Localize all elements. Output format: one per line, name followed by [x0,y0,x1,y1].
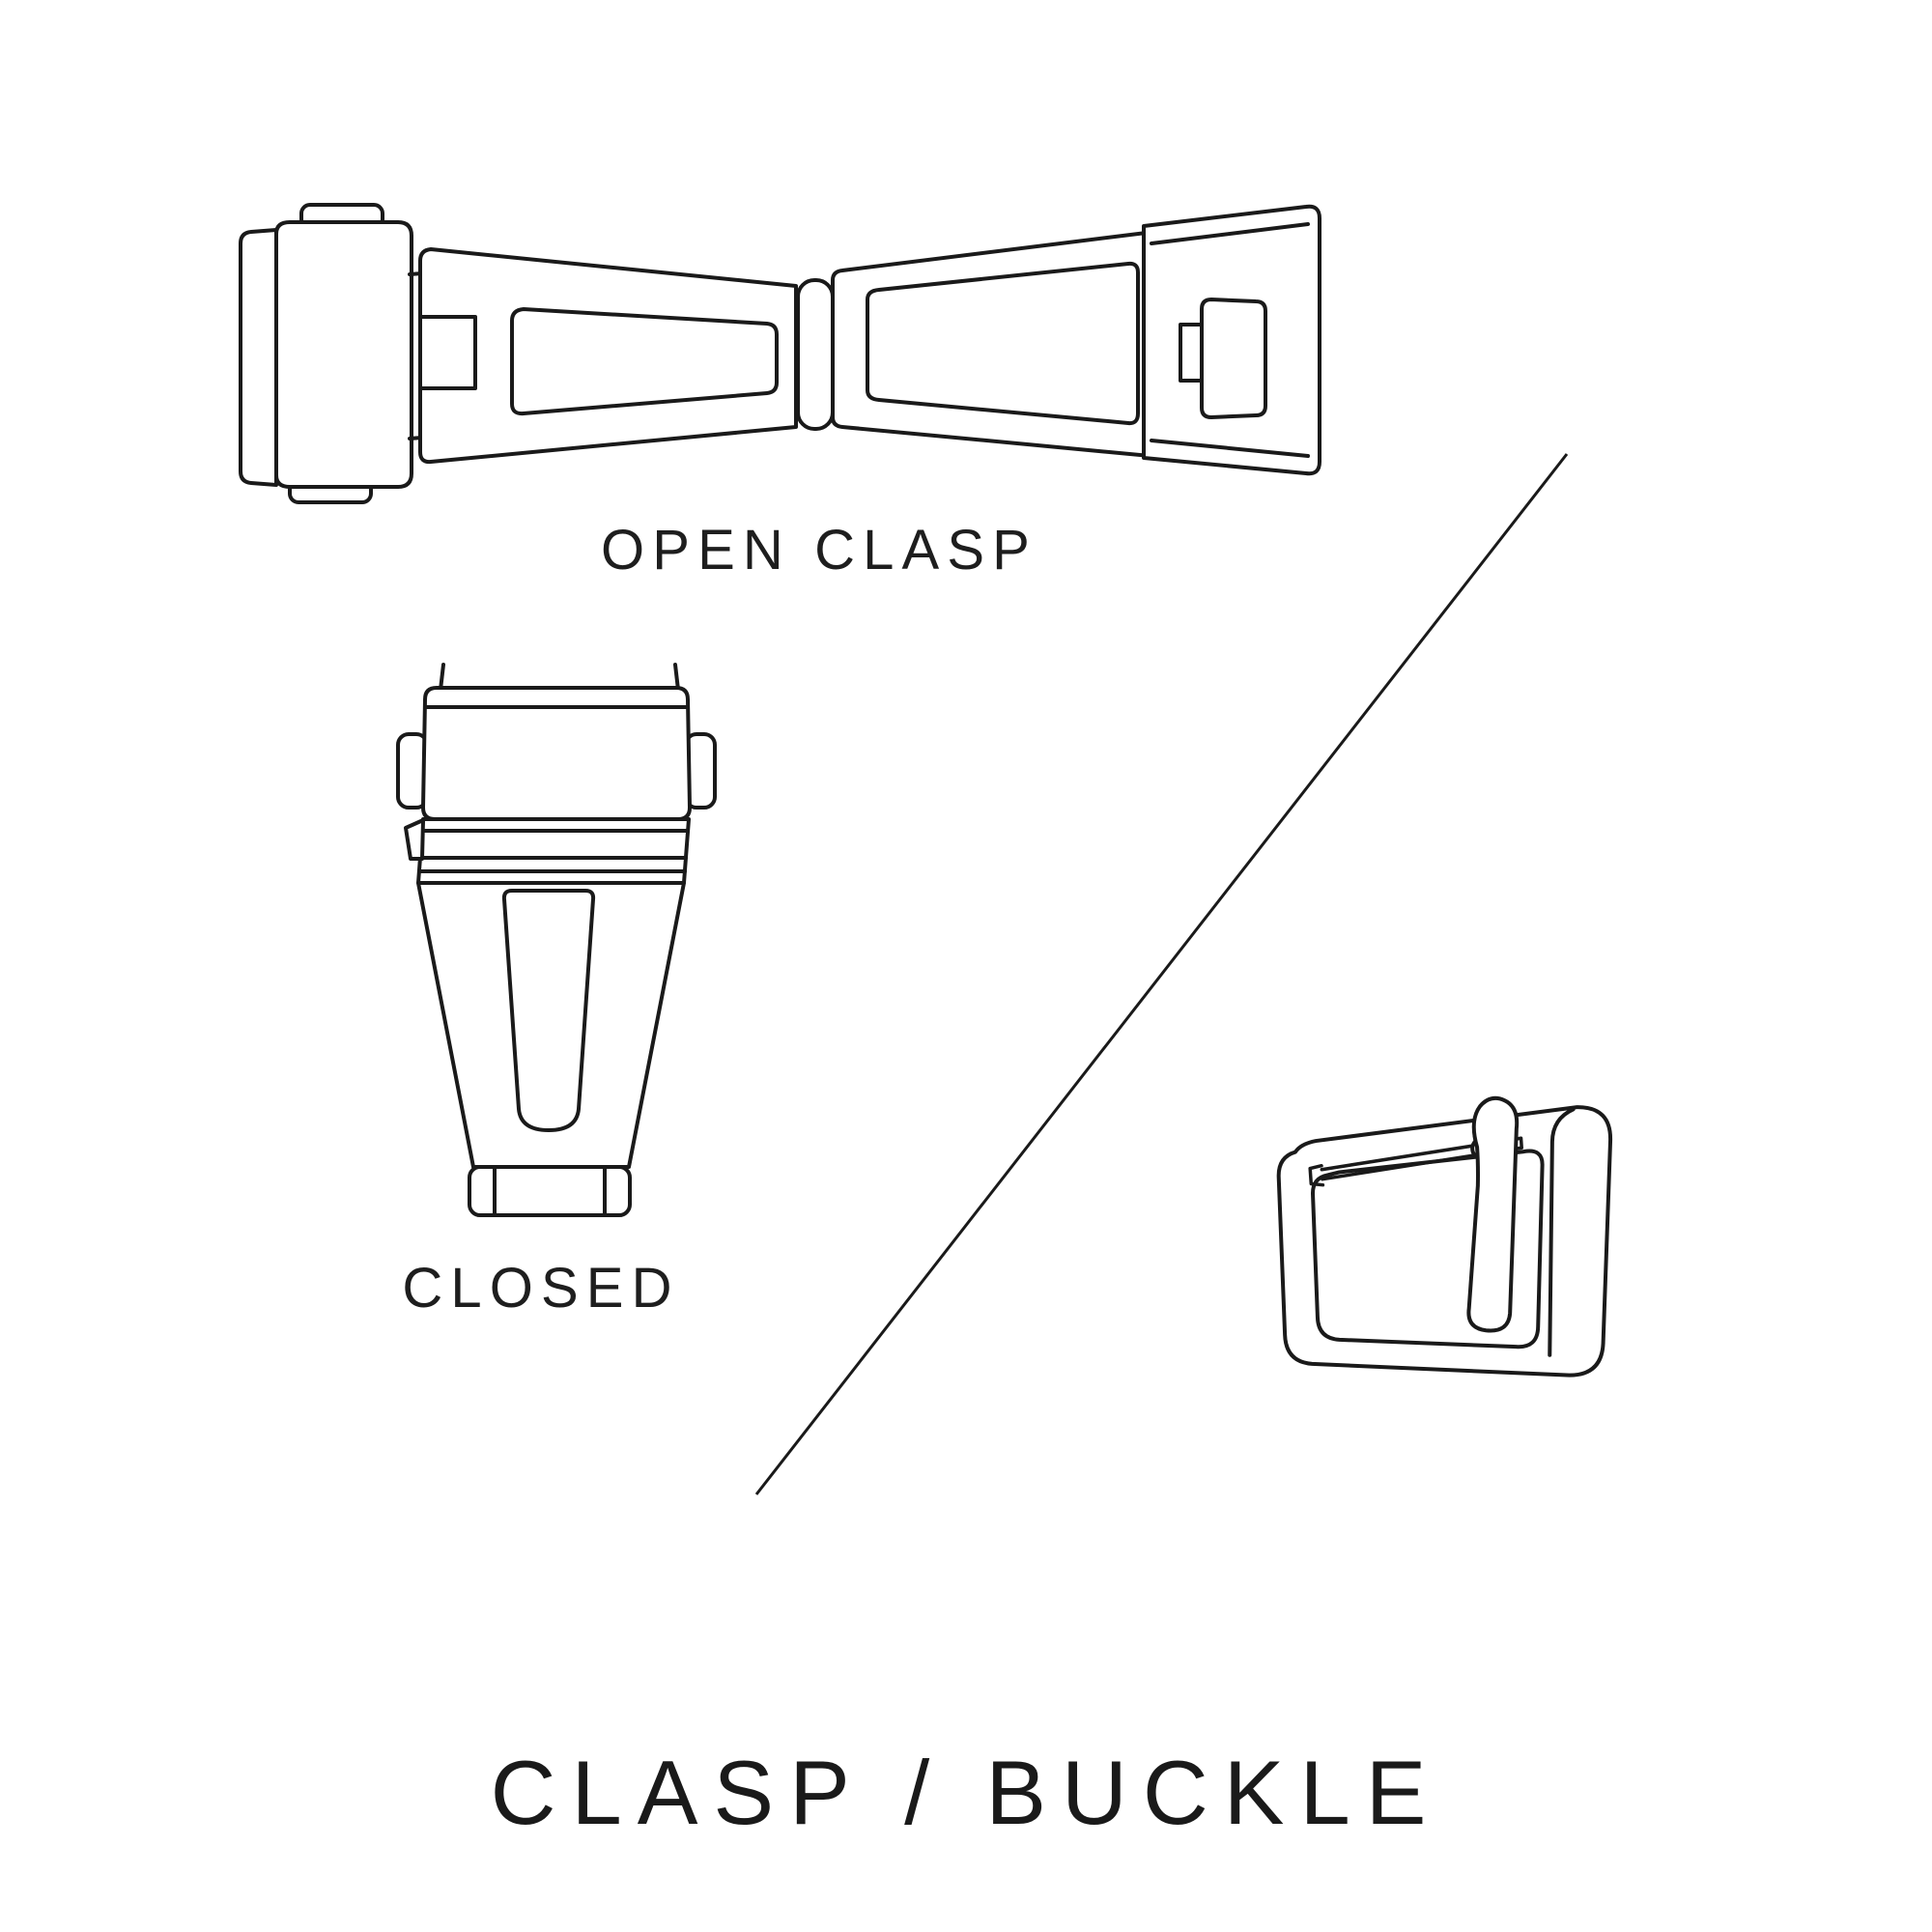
closed-clasp-illustration [396,663,717,1217]
closed-clasp-band [416,817,691,885]
closed-clasp-slot [501,889,596,1132]
open-clasp-left-strip [239,228,278,487]
open-clasp-hinge [796,278,835,431]
closed-clasp-prong-right [673,663,680,692]
open-clasp-label: OPEN CLASP [601,519,1037,582]
open-clasp-illustration [239,203,1321,504]
page-title: CLASP / BUCKLE [490,1742,1442,1843]
buckle-pin-hook [1308,1163,1325,1187]
open-clasp-latch [1200,298,1267,419]
closed-clasp-bottom-cap [468,1165,632,1217]
buckle-prong [1466,1095,1520,1333]
open-clasp-left-block [274,220,413,489]
closed-clasp-body [416,881,686,1169]
open-clasp-latch-hook [1179,323,1204,383]
closed-clasp-label: CLOSED [402,1257,680,1320]
buckle-opening [1310,1149,1545,1350]
open-clasp-left-cutout [510,307,779,416]
closed-clasp-prong-left [439,663,445,692]
buckle-side-thickness [1548,1107,1576,1357]
open-clasp-right-cutout [866,261,1140,426]
open-clasp-notch [418,315,477,390]
closed-clasp-fold [404,818,425,861]
buckle-illustration [1276,1095,1613,1378]
divider-line [754,453,1569,1495]
